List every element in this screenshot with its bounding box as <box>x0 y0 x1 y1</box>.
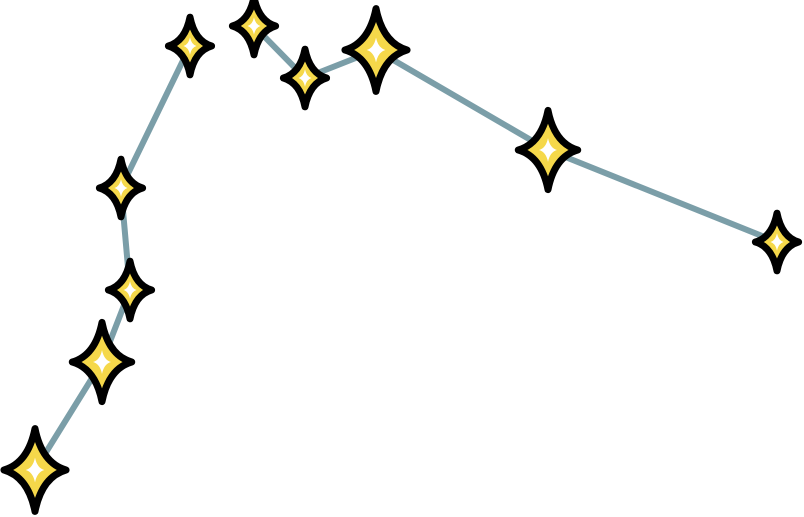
four-point-star-icon <box>95 155 147 221</box>
star-glint <box>93 350 111 374</box>
star-glint <box>770 233 784 251</box>
four-point-star-icon <box>514 106 582 194</box>
star-glint <box>298 69 312 87</box>
star-glint <box>123 281 137 299</box>
constellation-lines <box>32 23 780 473</box>
star-glint <box>539 138 557 162</box>
four-point-star-icon <box>0 425 70 515</box>
star-glint <box>366 37 386 63</box>
four-point-star-icon <box>228 0 280 59</box>
four-point-star-icon <box>104 257 156 323</box>
star-glint <box>183 37 197 55</box>
star-glint <box>247 17 261 35</box>
constellation-line <box>251 23 780 245</box>
star-glint <box>114 179 128 197</box>
four-point-star-icon <box>68 318 136 406</box>
constellation-line <box>32 43 193 473</box>
four-point-star-icon <box>341 5 411 95</box>
star-glint <box>25 457 45 483</box>
four-point-star-icon <box>751 209 803 275</box>
four-point-star-icon <box>279 45 331 111</box>
four-point-star-icon <box>164 13 216 79</box>
